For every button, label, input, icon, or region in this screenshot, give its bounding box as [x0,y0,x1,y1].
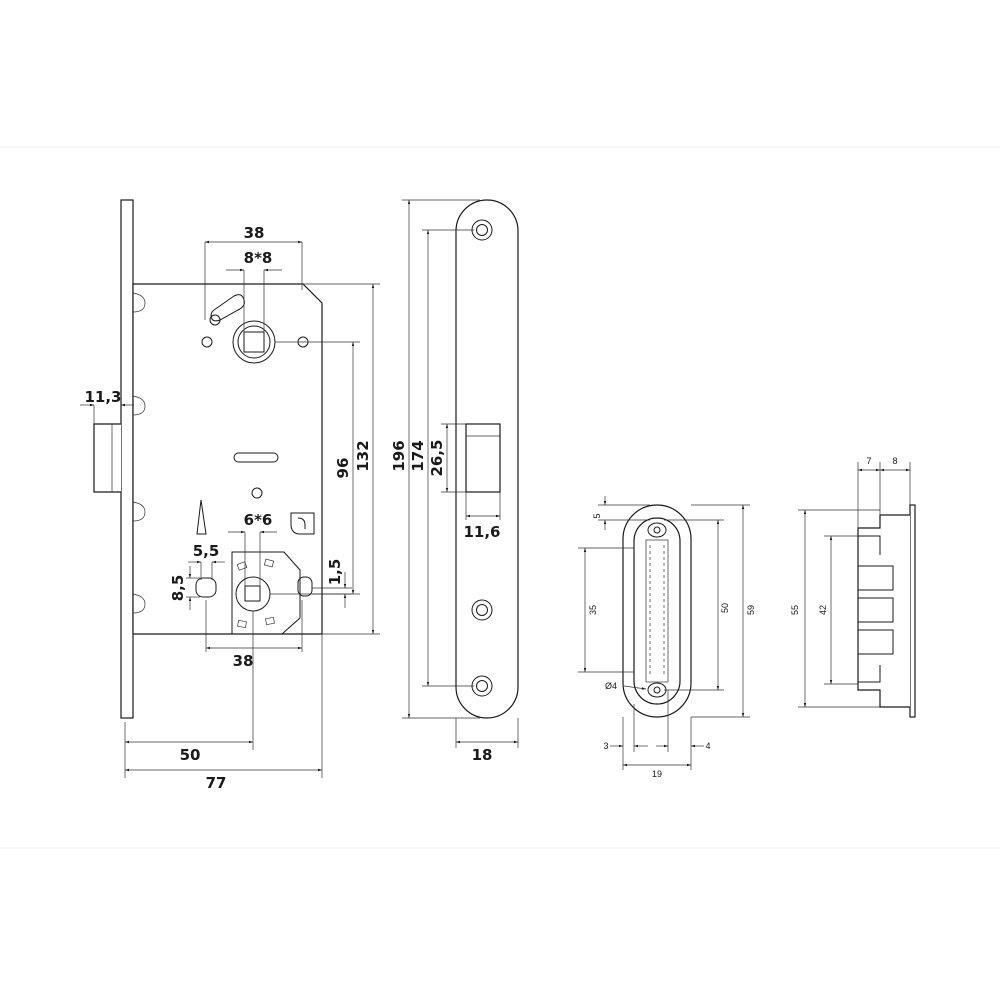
dim-196: 196 [390,440,408,471]
dim-19: 19 [652,769,662,779]
strike-side-dimensions: 7 8 55 42 [790,456,911,708]
strike-side-ribs [858,535,894,683]
dim-8: 8 [892,456,897,466]
dim-5-5: 5,5 [193,542,220,560]
pin [196,499,207,535]
dim-77: 77 [206,774,227,792]
lock-side-view [93,199,323,719]
faceplate-lugs [132,292,146,614]
dim-42: 42 [818,605,828,615]
dim-50: 50 [180,746,201,764]
lock-case [132,283,323,635]
dim-59: 59 [746,605,756,615]
dim-38-bottom: 38 [233,652,254,670]
latch-bolt [93,423,121,493]
faceplate-latch-window [465,423,501,493]
dim-dia4: Ø4 [605,681,617,691]
lock-faceplate [120,199,134,719]
dim-174: 174 [409,440,427,471]
dim-11-3: 11,3 [84,388,121,406]
dim-38-top: 38 [244,224,265,242]
dim-3: 3 [603,741,608,751]
dim-26-5: 26,5 [428,439,446,476]
dim-5: 5 [592,513,602,518]
small-bracket [290,512,315,535]
strike-side-body [857,514,910,708]
lock-dimensions: 38 8*8 11,3 96 132 6*6 5,5 [80,224,380,792]
strike-pocket [645,539,669,683]
dim-132: 132 [354,440,372,471]
dim-8-5: 8,5 [169,575,187,602]
dim-96: 96 [334,458,352,479]
middle-slot [233,452,279,463]
dim-1-5: 1,5 [326,559,344,586]
dim-11-6: 11,6 [463,523,500,541]
dim-35: 35 [588,605,598,615]
middle-hole [251,487,263,499]
dim-6x6: 6*6 [244,511,273,529]
faceplate-dimensions: 196 174 26,5 11,6 18 [390,199,519,764]
dim-55: 55 [790,605,800,615]
dim-7: 7 [866,456,871,466]
dim-8x8: 8*8 [244,249,273,267]
dim-50-strike: 50 [720,603,730,613]
dim-18: 18 [472,746,493,764]
faceplate-front-view [455,199,519,719]
strike-front-dimensions: 5 35 50 59 Ø4 3 4 19 [578,496,756,779]
strike-inner [633,517,681,705]
strike-side-view [857,504,916,718]
strike-side-plate [909,504,916,718]
dim-4: 4 [705,741,710,751]
strike-front-view [622,504,692,718]
